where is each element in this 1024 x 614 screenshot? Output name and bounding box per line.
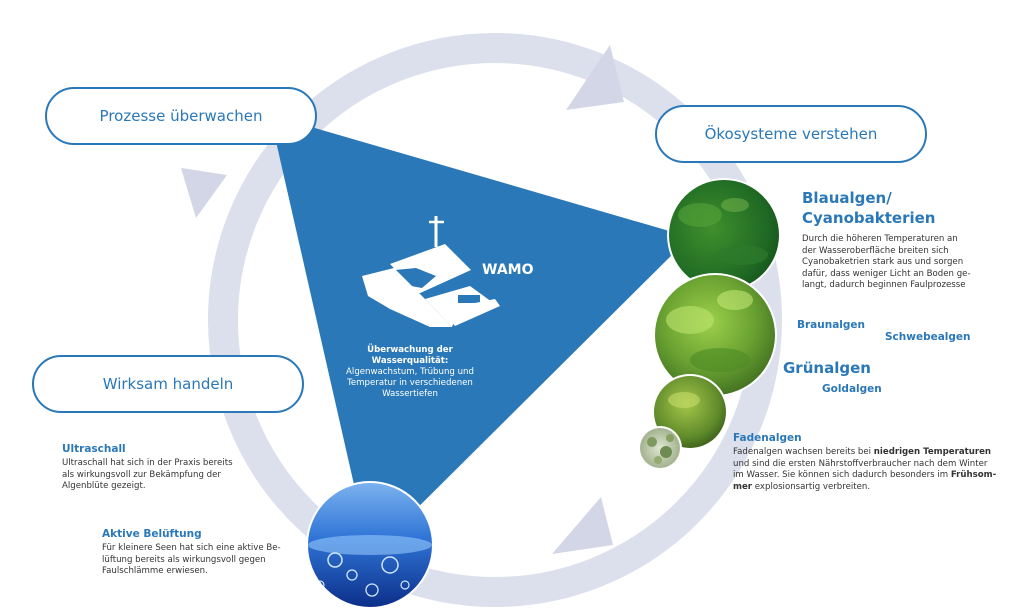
ultraschall-description: Ultraschall hat sich in der Praxis berei… xyxy=(62,458,262,493)
pill-prozesse-label: Prozesse überwachen xyxy=(99,107,263,125)
ultraschall-line-1: Ultraschall hat sich in der Praxis berei… xyxy=(62,458,233,468)
schwebealgen-label: Schwebealgen xyxy=(885,331,971,343)
belueftung-line-2: lüftung bereits als wirkungsvoll gegen xyxy=(102,554,266,565)
water-bubbles-photo xyxy=(306,481,434,609)
blaualgen-title-1: Blaualgen/ xyxy=(802,189,892,207)
belueftung-title: Aktive Belüftung xyxy=(102,528,202,540)
center-line-3: Wassertiefen xyxy=(382,389,438,399)
braunalgen-label: Braunalgen xyxy=(797,319,866,331)
belueftung-line-1: Für kleinere Seen hat sich eine aktive B… xyxy=(102,543,281,553)
fadenalgen-line-1: Fadenalgen wachsen bereits bei niedrigen… xyxy=(733,447,992,457)
gruenalgen-label: Grünalgen xyxy=(783,359,871,377)
blaualgen-photo xyxy=(667,178,781,292)
ultraschall-title: Ultraschall xyxy=(62,443,126,455)
blaualgen-line-3: Cyanobaketrien stark aus und sorgen xyxy=(802,257,964,268)
fadenalgen-highlight-temp: niedrigen Temperaturen xyxy=(873,447,992,457)
fadenalgen-title: Fadenalgen xyxy=(733,432,802,444)
blaualgen-title: Blaualgen/ Cyanobakterien xyxy=(802,188,935,228)
pill-prozesse-ueberwachen: Prozesse überwachen xyxy=(45,87,317,145)
blaualgen-line-2: der Wasseroberfläche breiten sich xyxy=(802,245,949,256)
wamo-label: WAMO xyxy=(482,262,534,278)
center-description: Überwachung der Wasserqualität: Algenwac… xyxy=(330,345,490,400)
blaualgen-description: Durch die höheren Temperaturen an der Wa… xyxy=(802,234,980,292)
fadenalgen-description: Fadenalgen wachsen bereits bei niedrigen… xyxy=(733,447,1005,493)
pill-oekosysteme-verstehen: Ökosysteme verstehen xyxy=(655,105,927,163)
blaualgen-line-1: Durch die höheren Temperaturen an xyxy=(802,234,958,244)
fadenalgen-line-2: und sind die ersten Nährstoffverbraucher… xyxy=(733,458,988,469)
cycle-arrow-top-right xyxy=(566,45,624,110)
goldalgen-label: Goldalgen xyxy=(822,383,882,395)
gruenalgen-photo xyxy=(653,273,777,397)
center-line-1: Algenwachstum, Trübung und xyxy=(346,367,474,377)
boat-icon xyxy=(362,216,500,327)
blaualgen-line-4: dafür, dass weniger Licht an Boden ge- xyxy=(802,268,971,279)
blaualgen-line-5: langt, dadurch beginnen Faulprozesse xyxy=(802,280,966,291)
cell-micro-photo xyxy=(638,426,682,470)
belueftung-line-3: Faulschlämme erwiesen. xyxy=(102,566,208,577)
center-line-2: Temperatur in verschiedenen xyxy=(347,378,473,388)
pill-handeln-label: Wirksam handeln xyxy=(102,375,234,393)
cycle-arrow-left xyxy=(181,168,227,218)
fadenalgen-line-4: mer explosionsartig verbreiten. xyxy=(733,481,871,492)
cycle-arrow-bottom-right xyxy=(552,497,613,554)
wamo-triangle xyxy=(270,115,690,555)
pill-oekosysteme-label: Ökosysteme verstehen xyxy=(704,125,878,143)
pill-wirksam-handeln: Wirksam handeln xyxy=(32,355,304,413)
belueftung-description: Für kleinere Seen hat sich eine aktive B… xyxy=(102,543,302,578)
fadenalgen-line-3: im Wasser. Sie können sich dadurch beson… xyxy=(733,470,997,481)
fadenalgen-highlight-season: Frühsom- xyxy=(950,470,997,481)
ultraschall-line-2: als wirkungsvoll zur Bekämpfung der xyxy=(62,469,221,480)
blaualgen-title-2: Cyanobakterien xyxy=(802,209,936,227)
center-title: Überwachung der Wasserqualität: xyxy=(367,345,453,366)
ultraschall-line-3: Algenblüte gezeigt. xyxy=(62,481,146,492)
